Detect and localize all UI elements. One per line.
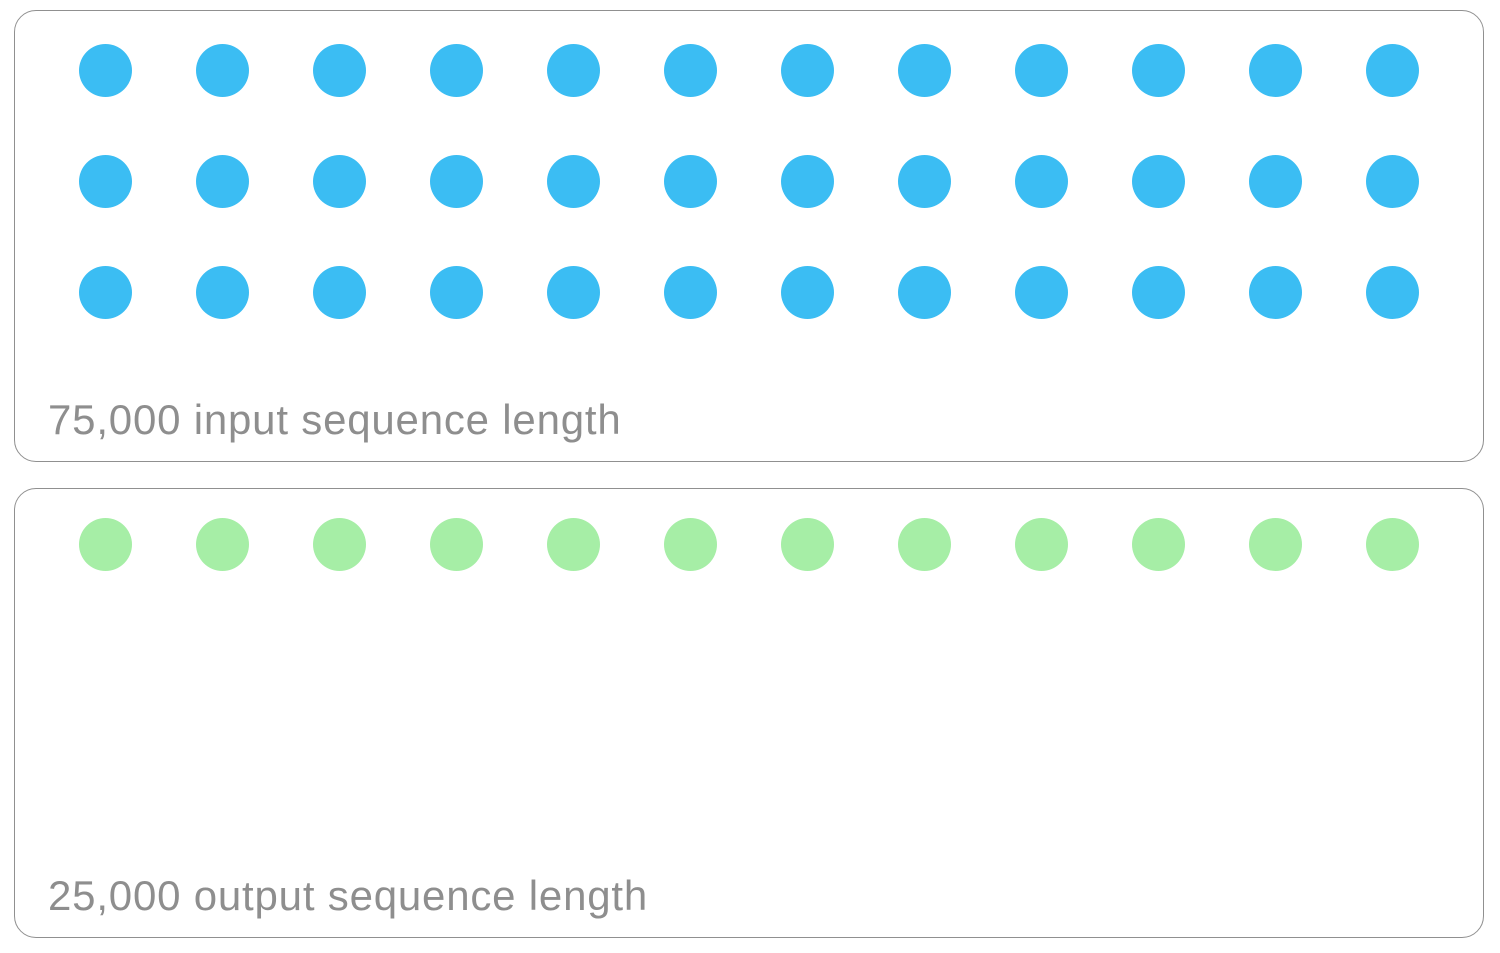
- input-token-dot-row: [79, 44, 1419, 97]
- input-token-dot-icon: [1249, 44, 1302, 97]
- input-token-dot-icon: [547, 266, 600, 319]
- output-token-dot-icon: [430, 518, 483, 571]
- input-token-dot-icon: [313, 155, 366, 208]
- output-token-dot-icon: [1015, 518, 1068, 571]
- input-dot-grid: [79, 44, 1419, 319]
- input-token-dot-icon: [79, 44, 132, 97]
- output-token-dot-icon: [547, 518, 600, 571]
- input-token-dot-icon: [664, 44, 717, 97]
- input-token-dot-icon: [898, 155, 951, 208]
- input-token-dot-icon: [196, 44, 249, 97]
- output-dot-grid: [79, 518, 1419, 571]
- input-token-dot-icon: [898, 266, 951, 319]
- input-sequence-panel: 75,000 input sequence length: [14, 10, 1484, 462]
- output-token-dot-icon: [79, 518, 132, 571]
- output-token-dot-icon: [898, 518, 951, 571]
- input-token-dot-icon: [313, 44, 366, 97]
- input-token-dot-icon: [196, 266, 249, 319]
- input-token-dot-icon: [1249, 155, 1302, 208]
- input-token-dot-icon: [430, 155, 483, 208]
- input-token-dot-icon: [1366, 44, 1419, 97]
- input-token-dot-icon: [79, 155, 132, 208]
- input-token-dot-icon: [79, 266, 132, 319]
- input-token-dot-icon: [781, 266, 834, 319]
- output-token-dot-icon: [313, 518, 366, 571]
- output-sequence-label: 25,000 output sequence length: [48, 871, 649, 919]
- input-token-dot-icon: [547, 155, 600, 208]
- output-token-dot-icon: [1132, 518, 1185, 571]
- input-token-dot-icon: [430, 44, 483, 97]
- input-token-dot-icon: [196, 155, 249, 208]
- output-sequence-panel: 25,000 output sequence length: [14, 488, 1484, 938]
- input-token-dot-icon: [898, 44, 951, 97]
- input-token-dot-icon: [547, 44, 600, 97]
- output-token-dot-icon: [196, 518, 249, 571]
- input-token-dot-icon: [1249, 266, 1302, 319]
- input-token-dot-icon: [1132, 44, 1185, 97]
- input-sequence-label: 75,000 input sequence length: [48, 395, 622, 443]
- input-token-dot-icon: [1015, 155, 1068, 208]
- input-token-dot-icon: [781, 155, 834, 208]
- input-token-dot-row: [79, 155, 1419, 208]
- output-token-dot-icon: [1366, 518, 1419, 571]
- output-token-dot-icon: [664, 518, 717, 571]
- output-token-dot-icon: [1249, 518, 1302, 571]
- input-token-dot-icon: [313, 266, 366, 319]
- input-token-dot-icon: [1132, 266, 1185, 319]
- input-token-dot-row: [79, 266, 1419, 319]
- input-token-dot-icon: [664, 266, 717, 319]
- input-token-dot-icon: [1366, 266, 1419, 319]
- input-token-dot-icon: [430, 266, 483, 319]
- input-token-dot-icon: [1366, 155, 1419, 208]
- output-token-dot-icon: [781, 518, 834, 571]
- input-token-dot-icon: [781, 44, 834, 97]
- input-token-dot-icon: [1132, 155, 1185, 208]
- input-token-dot-icon: [1015, 266, 1068, 319]
- output-token-dot-row: [79, 518, 1419, 571]
- input-token-dot-icon: [1015, 44, 1068, 97]
- input-token-dot-icon: [664, 155, 717, 208]
